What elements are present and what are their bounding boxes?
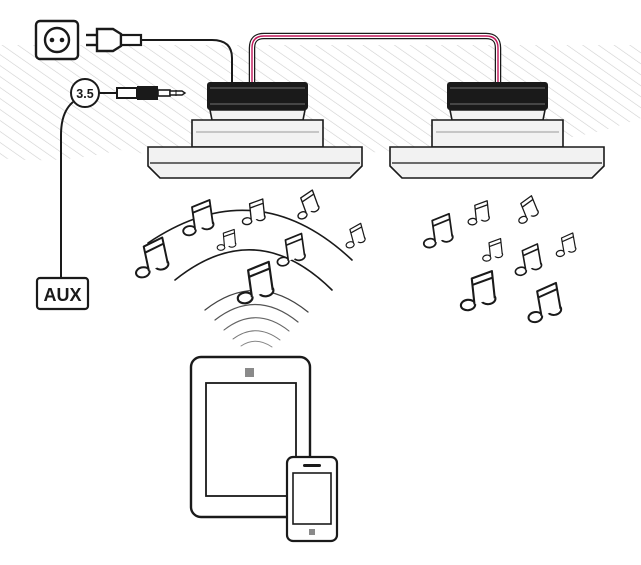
power-plug-icon [86, 27, 143, 53]
audio-jack-icon [99, 86, 187, 100]
music-note-icon [422, 212, 454, 249]
aux-label: AUX [43, 285, 81, 305]
aux-input-box: AUX [35, 276, 90, 311]
music-note-icon [459, 270, 497, 312]
music-note-icon [216, 228, 237, 251]
speaker-icon [147, 82, 363, 179]
music-note-icon [276, 232, 306, 267]
aux-cable [60, 101, 74, 278]
power-cable [141, 39, 233, 82]
music-note-icon [135, 236, 170, 279]
music-note-icon [345, 222, 366, 249]
music-note-icon [514, 243, 543, 277]
music-note-icon [482, 237, 504, 262]
smartphone-icon [285, 455, 339, 543]
speaker-icon [389, 82, 605, 179]
music-note-icon [518, 195, 539, 224]
music-note-icon [527, 281, 563, 324]
jack-size-label: 3.5 [76, 87, 93, 101]
music-note-icon [297, 189, 320, 220]
speaker-link-cable [248, 32, 502, 82]
music-note-icon [182, 199, 215, 237]
music-note-icon [241, 198, 266, 226]
jack-size-badge: 3.5 [70, 78, 100, 108]
music-note-icon [467, 200, 490, 226]
power-socket-icon [34, 19, 80, 61]
music-note-icon [555, 232, 577, 258]
music-note-icon [236, 260, 275, 305]
tablet-icon [189, 355, 312, 519]
music-notes [135, 189, 577, 324]
